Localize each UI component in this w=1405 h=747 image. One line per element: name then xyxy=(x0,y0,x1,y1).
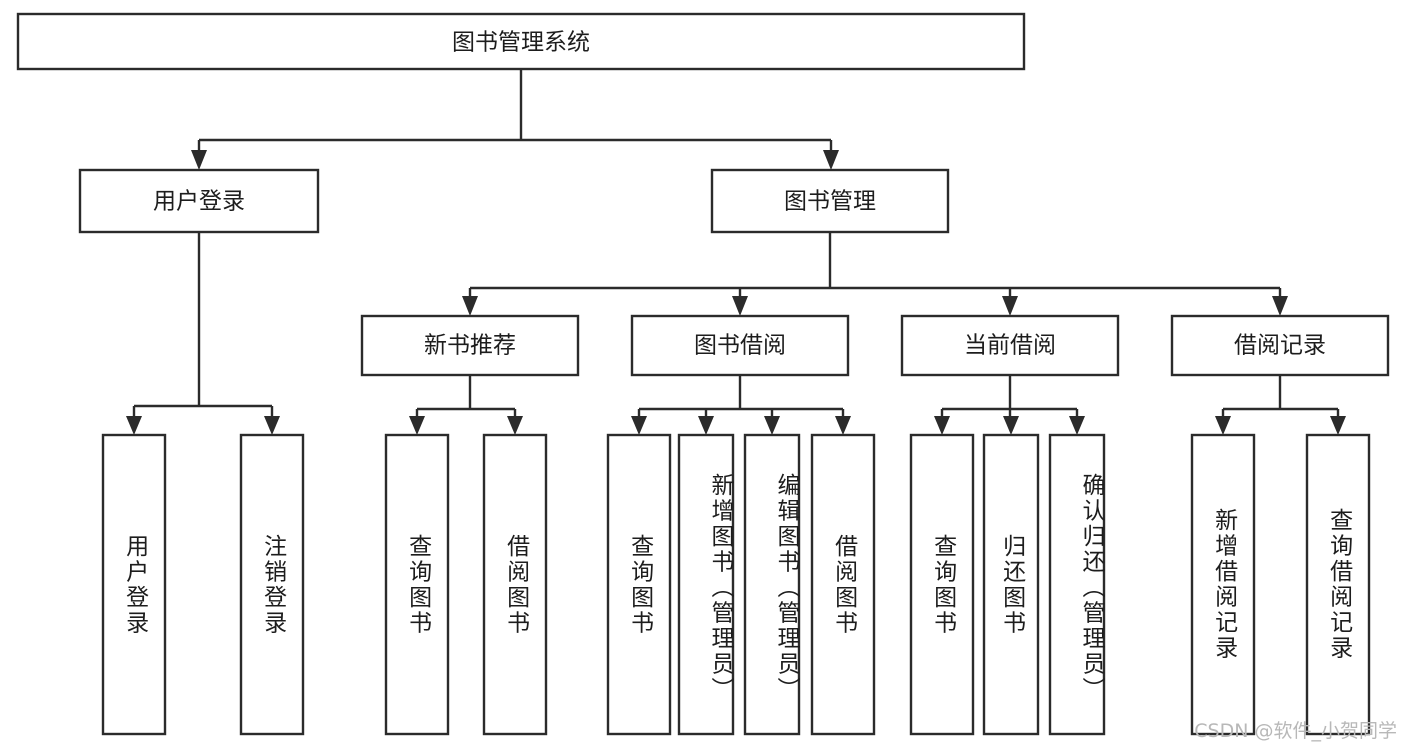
connector-current-borrow-bus xyxy=(940,375,1079,418)
arrowhead-to-book-management xyxy=(823,150,839,170)
node-root-label: 图书管理系统 xyxy=(452,30,590,56)
node-book-management-box[interactable] xyxy=(710,168,950,234)
arrowhead-to-leaf-borrow-book-recommend xyxy=(507,416,523,435)
leaf-borrow-book-box[interactable] xyxy=(810,433,876,736)
arrowhead-to-book-borrow xyxy=(732,296,748,316)
node-book-borrow-label: 图书借阅 xyxy=(694,333,786,359)
arrowhead-to-leaf-logout xyxy=(264,416,280,435)
arrowhead-to-leaf-add-book-admin xyxy=(698,416,714,435)
node-root-box[interactable] xyxy=(16,12,1026,71)
arrowhead-to-leaf-user-login xyxy=(126,416,142,435)
connector-user-login-bus xyxy=(132,232,274,418)
leaf-add-book-admin-box[interactable] xyxy=(677,433,735,736)
arrowhead-to-leaf-query-book-borrow xyxy=(631,416,647,435)
arrowhead-to-new-book-recommend xyxy=(462,296,478,316)
node-book-management-label: 图书管理 xyxy=(784,189,876,215)
leaf-logout-box[interactable] xyxy=(239,433,305,736)
connector-borrow-record-bus xyxy=(1221,375,1340,418)
leaf-query-book-current-box[interactable] xyxy=(909,433,975,736)
arrowhead-to-leaf-query-book-recommend xyxy=(409,416,425,435)
arrowhead-to-leaf-return-book xyxy=(1003,416,1019,435)
node-box-layer xyxy=(16,12,1390,736)
node-user-login-box[interactable] xyxy=(78,168,320,234)
arrowhead-to-leaf-query-book-current xyxy=(934,416,950,435)
leaf-user-login-box[interactable] xyxy=(101,433,167,736)
leaf-borrow-book-recommend-box[interactable] xyxy=(482,433,548,736)
node-new-book-recommend-label: 新书推荐 xyxy=(424,333,516,359)
node-borrow-record-label: 借阅记录 xyxy=(1234,333,1326,359)
arrowhead-to-leaf-borrow-book xyxy=(835,416,851,435)
arrowhead-to-leaf-add-borrow-record xyxy=(1215,416,1231,435)
horizontal-label-layer: 图书管理系统 用户登录 图书管理 新书推荐 图书借阅 当前借阅 借阅记录 xyxy=(153,30,1326,359)
node-new-book-recommend-box[interactable] xyxy=(360,314,580,377)
arrowhead-to-user-login xyxy=(191,150,207,170)
node-book-borrow-box[interactable] xyxy=(630,314,850,377)
arrowhead-to-leaf-confirm-return-admin xyxy=(1069,416,1085,435)
connector-new-book-recommend-bus xyxy=(415,375,517,418)
connector-book-management-bus xyxy=(468,232,1282,298)
node-borrow-record-box[interactable] xyxy=(1170,314,1390,377)
leaf-add-borrow-record-box[interactable] xyxy=(1190,433,1256,736)
arrowhead-to-borrow-record xyxy=(1272,296,1288,316)
leaf-confirm-return-admin-box[interactable] xyxy=(1048,433,1106,736)
leaf-query-book-borrow-box[interactable] xyxy=(606,433,672,736)
node-current-borrow-box[interactable] xyxy=(900,314,1120,377)
node-user-login-label: 用户登录 xyxy=(153,189,245,215)
connector-root-bus xyxy=(197,69,833,152)
leaf-edit-book-admin-box[interactable] xyxy=(743,433,801,736)
arrowhead-to-leaf-query-borrow-record xyxy=(1330,416,1346,435)
node-current-borrow-label: 当前借阅 xyxy=(964,333,1056,359)
arrowhead-to-current-borrow xyxy=(1002,296,1018,316)
connector-layer xyxy=(126,69,1346,435)
leaf-query-borrow-record-box[interactable] xyxy=(1305,433,1371,736)
csdn-watermark: CSDN @软件_小贺同学 xyxy=(1194,720,1397,742)
leaf-return-book-box[interactable] xyxy=(982,433,1040,736)
leaf-query-book-recommend-box[interactable] xyxy=(384,433,450,736)
arrowhead-to-leaf-edit-book-admin xyxy=(764,416,780,435)
connector-book-borrow-bus xyxy=(637,375,845,418)
